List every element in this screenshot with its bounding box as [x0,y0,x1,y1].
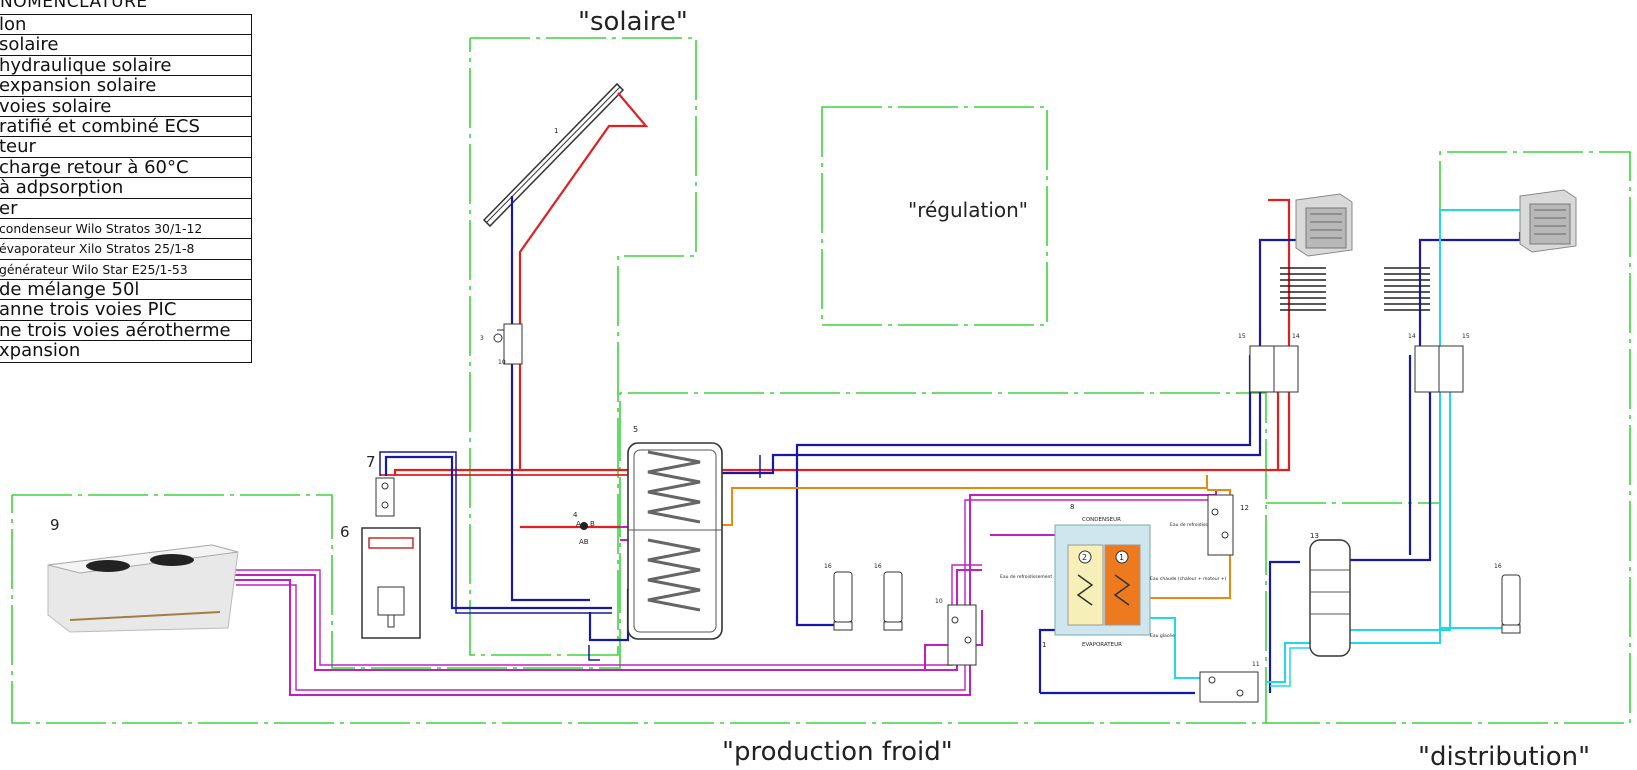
label-5: 5 [633,425,638,434]
label-4: 4 [573,511,578,519]
zone-solaire-label: "solaire" [578,7,688,37]
legend-title: NOMENCLATURE [0,0,148,12]
legend-row: expansion solaire [0,76,251,97]
label-a: A [576,520,581,528]
label-1: 1 [554,127,558,135]
chiller-c1: 1 [1119,553,1124,562]
zone-distribution-label: "distribution" [1418,742,1590,770]
label-10b: 10 [935,598,943,605]
adsorption-chiller: 2 1 CONDENSEUR EVAPORATEUR Eau de refroi… [1000,503,1227,649]
label-16b: 16 [874,563,882,570]
pump-block-10: 10 [935,598,977,666]
fan-coil-left [1295,193,1353,257]
legend-row: teur [0,137,251,158]
label-14b: 14 [1408,333,1416,340]
label-13: 13 [1310,532,1319,540]
legend-row: ratifié et combiné ECS [0,117,251,138]
regulation-zone-outline [821,106,1048,326]
pump-block-12: 12 [1207,494,1249,556]
eau-refroid-left: Eau de refroidissement [1000,574,1052,580]
zone-regulation-label: "régulation" [908,198,1028,222]
boiler: 6 [340,523,421,639]
label-b: B [590,520,595,528]
legend-row: à adpsorption [0,178,251,199]
label-3: 3 [480,335,484,342]
storage-tank: 5 [627,425,723,640]
legend-row: solaire [0,35,251,56]
legend-row: voies solaire [0,97,251,117]
legend-row: lon [0,15,251,36]
zone-outlines [11,37,1631,724]
radiant-panel-left [1280,267,1326,311]
label-14a: 14 [1292,333,1300,340]
label-6: 6 [340,523,350,541]
three-way-valve: 4 A B AB [573,511,595,546]
radiant-panel-right [1384,267,1430,311]
legend-row: hydraulique solaire [0,56,251,77]
legend-row: condenseur Wilo Stratos 30/1-12 [0,219,251,240]
legend-table: lon solaire hydraulique solaire expansio… [0,14,252,363]
condenseur-label: CONDENSEUR [1082,517,1121,523]
eau-glacee: Eau glacée [1150,632,1175,639]
solar-collector: 1 [482,82,625,228]
production-froid-zone-outline [11,392,1267,724]
solar-station: 3 10 [480,323,523,366]
fan-coil-right [1519,189,1577,253]
label-8: 8 [1070,503,1074,511]
eau-chaude: Eau chaude (chaleur + moteur +) [1150,576,1227,582]
label-7: 7 [366,453,376,471]
dry-cooler: 9 [47,516,239,633]
mixing-tank: 13 [1309,532,1351,657]
hydraulic-group-7: 7 [366,453,395,517]
valve-block-left: 15 14 [1238,333,1300,393]
label-16a: 16 [824,563,832,570]
evaporateur-label: EVAPORATEUR [1082,642,1122,648]
legend-row: xpansion [0,341,81,362]
eau-refroid-top: Eau de refroidissement [1170,522,1222,528]
hot-pipes [393,92,1291,529]
label-15a: 15 [1238,333,1246,340]
label-16c: 16 [1494,563,1502,570]
legend-row: er [0,199,251,219]
label-9: 9 [50,516,60,534]
legend-row: anne trois voies PIC [0,300,251,321]
legend-row: générateur Wilo Star E25/1-53 [0,260,251,281]
legend-row: de mélange 50l [0,280,251,301]
solaire-zone-outline [469,37,697,656]
pump-block-11: 11 [1199,661,1260,703]
label-ab: AB [579,538,589,546]
chiller-c2: 2 [1082,553,1087,562]
zone-production-froid-label: "production froid" [722,737,953,767]
label-11: 11 [1252,661,1260,668]
label-i: 1 [1042,641,1046,649]
valve-block-right: 14 15 [1408,333,1470,393]
legend-row: ne trois voies aérotherme [0,321,251,342]
label-10: 10 [498,359,506,366]
expansion-vessels: 16 16 16 [824,563,1521,634]
legend-row: charge retour à 60°C [0,158,251,179]
legend-row: évaporateur Xilo Stratos 25/1-8 [0,239,251,260]
label-12: 12 [1240,504,1249,512]
label-15b: 15 [1462,333,1470,340]
